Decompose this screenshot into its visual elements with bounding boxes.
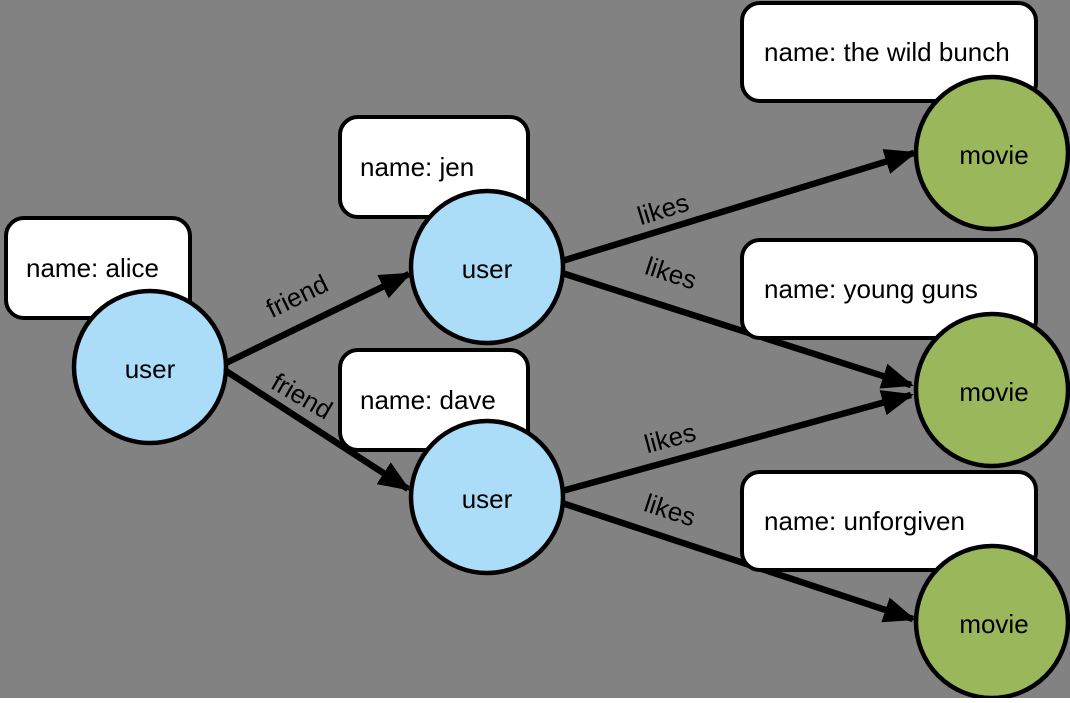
node-user-dave: user xyxy=(408,418,566,576)
movie-node-circle xyxy=(913,311,1070,469)
property-box-young-guns: name: young guns xyxy=(740,238,1038,340)
node-movie-young-guns: movie xyxy=(913,311,1070,469)
property-box-rect xyxy=(740,238,1038,340)
edge-group xyxy=(224,149,917,623)
property-text-jen: name: jen xyxy=(360,152,474,182)
edge-dave-unforgiven-likes xyxy=(560,499,916,623)
edge-jen-youngguns-likes xyxy=(561,269,914,389)
user-node-circle xyxy=(71,288,229,446)
property-text-wild-bunch: name: the wild bunch xyxy=(764,37,1010,67)
user-node-circle xyxy=(408,188,566,346)
node-label: user xyxy=(462,254,513,284)
node-user-jen: user xyxy=(408,188,566,346)
property-box-wild-bunch: name: the wild bunch xyxy=(740,1,1038,103)
property-text-young-guns: name: young guns xyxy=(764,274,978,304)
node-group: user user user movie movie movie xyxy=(71,74,1070,701)
node-user-alice: user xyxy=(71,288,229,446)
edge-alice-jen-friend xyxy=(224,271,412,366)
property-box-unforgiven: name: unforgiven xyxy=(740,470,1038,572)
node-label: user xyxy=(125,354,176,384)
node-label: movie xyxy=(959,140,1028,170)
user-node-circle xyxy=(408,418,566,576)
node-label: movie xyxy=(959,377,1028,407)
node-movie-unforgiven: movie xyxy=(913,543,1070,701)
node-label: movie xyxy=(959,609,1028,639)
node-movie-wild-bunch: movie xyxy=(913,74,1070,232)
edge-jen-wildbunch-likes xyxy=(561,149,917,265)
property-text-dave: name: dave xyxy=(360,385,496,415)
edge-alice-dave-friend xyxy=(224,368,411,492)
property-text-unforgiven: name: unforgiven xyxy=(764,506,965,536)
node-label: user xyxy=(462,484,513,514)
property-box-group: name: alice name: jen name: dave name: t… xyxy=(4,1,1038,572)
property-box-rect xyxy=(740,1,1038,103)
movie-node-circle xyxy=(913,74,1070,232)
property-text-alice: name: alice xyxy=(26,253,159,283)
property-box-rect xyxy=(740,470,1038,572)
edge-dave-youngguns-likes xyxy=(561,390,914,495)
